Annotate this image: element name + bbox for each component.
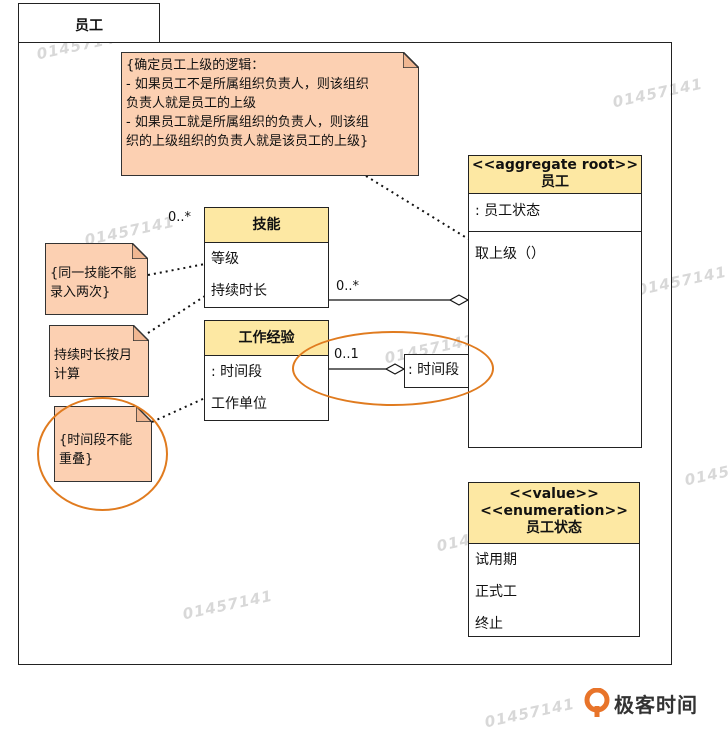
class-header: <<value>> <<enumeration>> 员工状态 — [469, 483, 639, 544]
enum-literal: 终止 — [475, 616, 503, 632]
package-frame — [18, 42, 672, 665]
class-stereotype: <<enumeration>> — [480, 503, 628, 519]
package-tab: 员工 — [18, 3, 160, 43]
class-stereotype: <<value>> — [509, 486, 599, 502]
highlight-ellipse — [37, 397, 168, 511]
note-anchor-skill-unique — [147, 263, 206, 276]
multiplicity-label: 0..* — [336, 279, 360, 294]
class-employee: <<aggregate root>> 员工 : 员工状态 取上级（） — [468, 155, 642, 448]
class-header: <<aggregate root>> 员工 — [469, 156, 641, 194]
note-duration-month: 持续时长按月 计算 — [49, 325, 149, 397]
class-name: 员工 — [541, 174, 569, 190]
class-skill: 技能 等级 持续时长 — [204, 207, 329, 308]
class-attribute: : 员工状态 — [469, 194, 641, 232]
class-operation: 取上级（） — [475, 246, 545, 262]
class-attribute: 等级 — [211, 251, 239, 267]
class-name: 技能 — [205, 208, 328, 243]
note-fold-corner — [132, 243, 148, 259]
note-skill-unique: {同一技能不能 录入两次} — [45, 243, 148, 315]
class-name: 工作经验 — [205, 321, 328, 356]
highlight-ellipse — [292, 331, 494, 406]
class-employee-status: <<value>> <<enumeration>> 员工状态 试用期 正式工 终… — [468, 482, 640, 637]
note-fold-corner — [133, 325, 149, 341]
aggregation-diamond — [448, 294, 470, 306]
package-title: 员工 — [75, 18, 103, 34]
class-attribute: : 时间段 — [211, 364, 263, 380]
note-anchor-superior — [365, 175, 471, 241]
multiplicity-label: 0..* — [168, 210, 192, 225]
class-name: 员工状态 — [526, 520, 582, 536]
note-anchor-duration — [147, 295, 206, 334]
enum-literal: 正式工 — [475, 584, 517, 600]
brand-logo-icon — [584, 688, 610, 717]
brand: 极客时间 — [584, 688, 698, 718]
enum-literal: 试用期 — [475, 552, 517, 568]
class-attribute: 持续时长 — [211, 283, 267, 299]
note-fold-corner — [403, 52, 419, 68]
note-anchor-period — [151, 397, 206, 423]
class-stereotype: <<aggregate root>> — [471, 157, 639, 173]
note-superior-logic: {确定员工上级的逻辑： - 如果员工不是所属组织负责人，则该组织 负责人就是员工… — [121, 52, 419, 176]
class-attribute: 工作单位 — [211, 396, 267, 412]
brand-name: 极客时间 — [614, 692, 698, 717]
